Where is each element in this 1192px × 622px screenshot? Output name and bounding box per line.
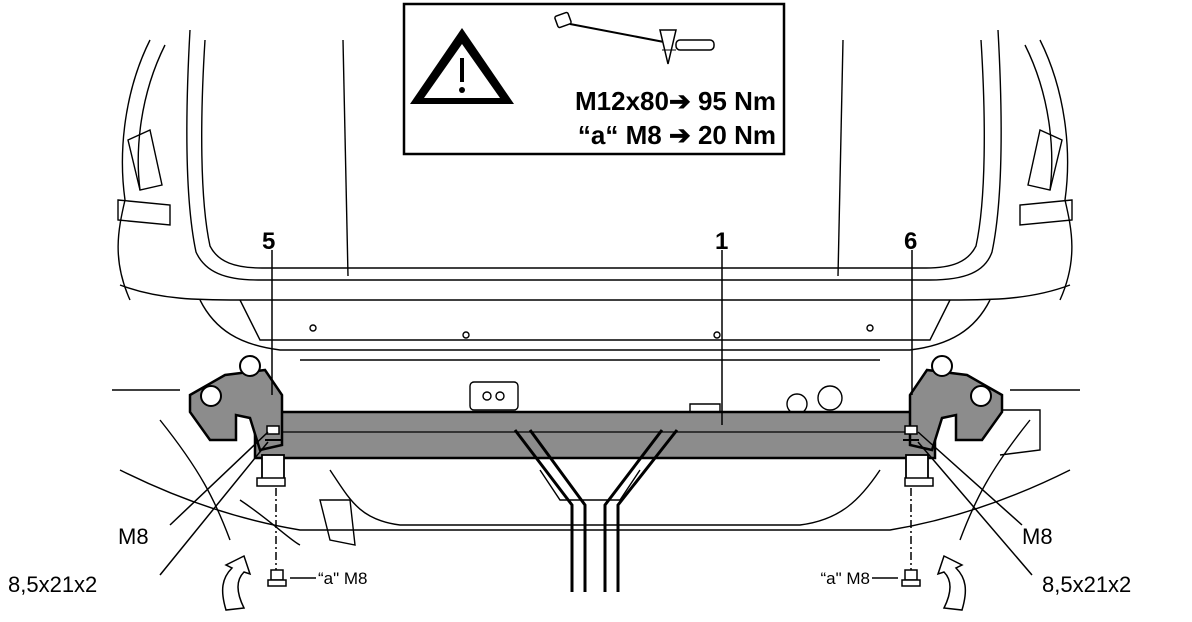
- label-left-washer: 8,5x21x2: [8, 572, 97, 597]
- right-up-arrow-icon: [936, 554, 967, 611]
- crossbar: [253, 410, 937, 592]
- label-right-washer: 8,5x21x2: [1042, 572, 1131, 597]
- callout-right-bracket: 6: [904, 228, 917, 255]
- warning-triangle-icon: [410, 28, 514, 104]
- right-m8-bolt: [903, 425, 919, 441]
- left-screw-a: [267, 569, 287, 587]
- torque-warning-box: M12x80➔ 95 Nm “a“ M8 ➔ 20 Nm: [402, 2, 786, 156]
- callout-left-bracket: 5: [262, 228, 275, 255]
- callout-crossbar: 1: [715, 228, 728, 255]
- left-bracket: [188, 355, 286, 487]
- nut-icon: [970, 385, 992, 407]
- label-left-m8: M8: [118, 524, 149, 549]
- leader-lines: [159, 250, 1033, 579]
- torque-wrench-icon: [554, 11, 715, 65]
- torque-line-2: “a“ M8 ➔ 20 Nm: [578, 120, 776, 150]
- left-m8-bolt: [265, 425, 281, 441]
- right-screw-a: [901, 569, 921, 587]
- label-left-screw-a: “a" M8: [318, 569, 368, 588]
- nut-icon: [200, 385, 222, 407]
- crossbar-body: [253, 410, 937, 460]
- left-up-arrow-icon: [221, 554, 252, 611]
- vehicle-rear-outline: [112, 29, 1080, 546]
- label-right-screw-a: “a" M8: [821, 569, 871, 588]
- right-bracket: [904, 355, 1004, 487]
- label-right-m8: M8: [1022, 524, 1053, 549]
- torque-line-1: M12x80➔ 95 Nm: [575, 86, 776, 116]
